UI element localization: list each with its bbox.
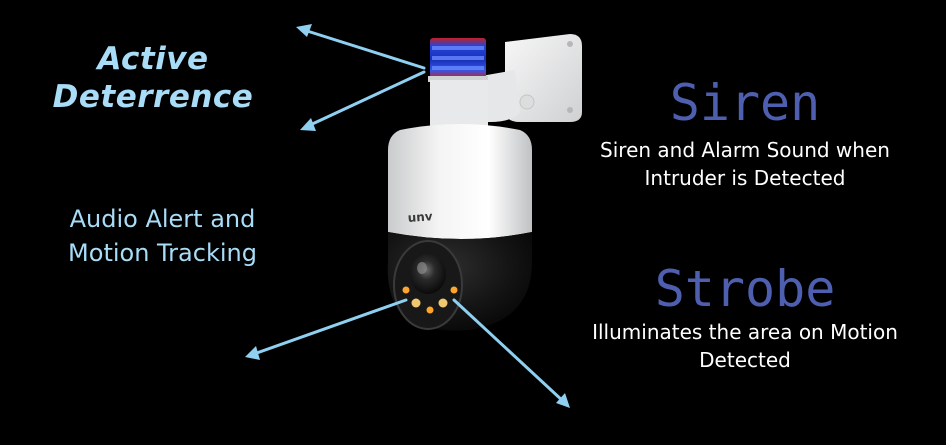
active-deterrence-line2: Deterrence xyxy=(52,79,254,115)
siren-heading: Siren xyxy=(669,74,821,132)
active-deterrence-heading: Active Deterrence xyxy=(28,40,278,116)
arrow-to-active-bottom xyxy=(300,70,426,131)
audio-alert-line2: Motion Tracking xyxy=(68,239,257,267)
audio-alert-line1: Audio Alert and xyxy=(69,205,256,233)
siren-description: Siren and Alarm Sound when Intruder is D… xyxy=(560,136,930,192)
strobe-desc-line2: Detected xyxy=(699,348,791,372)
siren-desc-line1: Siren and Alarm Sound when xyxy=(600,138,890,162)
siren-desc-line2: Intruder is Detected xyxy=(644,166,846,190)
strobe-heading: Strobe xyxy=(654,260,836,318)
active-deterrence-line1: Active xyxy=(97,41,209,77)
strobe-description: Illuminates the area on Motion Detected xyxy=(555,318,935,374)
brand-logo: unv xyxy=(407,209,433,225)
camera-lens-icon xyxy=(393,240,463,330)
arrow-to-audio-alert xyxy=(245,298,408,360)
audio-alert-caption: Audio Alert and Motion Tracking xyxy=(40,202,285,270)
mount-column xyxy=(430,80,488,132)
arrow-to-active-top xyxy=(296,24,426,70)
arrow-to-strobe xyxy=(452,298,570,408)
strobe-led-icon xyxy=(402,286,458,314)
camera-housing xyxy=(388,124,532,239)
siren-light-icon xyxy=(428,38,488,82)
strobe-desc-line1: Illuminates the area on Motion xyxy=(592,320,898,344)
